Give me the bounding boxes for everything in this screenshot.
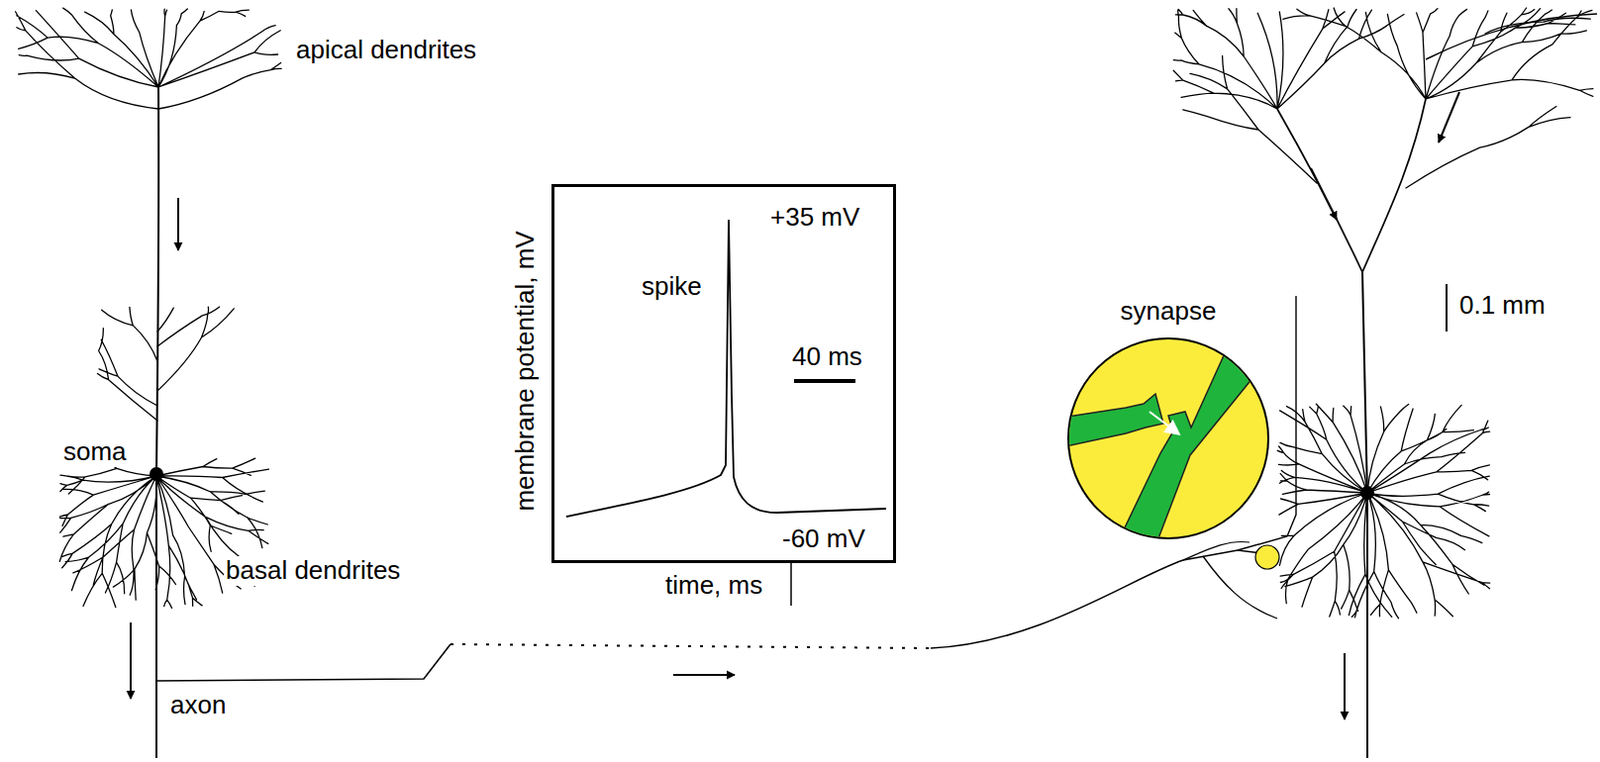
part-label: axon (168, 691, 228, 721)
axon-line (930, 550, 1270, 649)
synapse-heading: synapse (1120, 297, 1217, 327)
spike-trace (566, 219, 887, 517)
synapse-zoom-circle: synapse (1066, 336, 1271, 541)
axon-line (155, 474, 158, 759)
part-label: apical dendrites (294, 35, 479, 66)
apical-branch (1277, 108, 1363, 273)
flow-arrow (1343, 653, 1346, 720)
flow-arrow (1438, 92, 1460, 143)
membrane-potential-plot: membrane potential, mVspike+35 mV40 ms-6… (551, 184, 897, 564)
time-scale-label: 40 ms (792, 342, 863, 373)
axis-tick (790, 563, 793, 606)
trace-label: spike (641, 272, 702, 302)
axis-label: membrane potential, mV (510, 230, 541, 511)
axon-dotted (450, 644, 931, 649)
dendrite-group (15, 7, 1594, 619)
flow-arrow (673, 674, 735, 677)
apical-trunk (1362, 272, 1368, 494)
soma (1360, 486, 1375, 500)
apical-trunk (156, 84, 159, 475)
time-scale-bar (794, 379, 856, 384)
scale-label: 0.1 mm (1457, 291, 1548, 321)
part-label: soma (61, 437, 129, 468)
apical-branch (1425, 13, 1598, 60)
flow-arrow (1310, 168, 1337, 220)
synapse-marker (1255, 545, 1280, 570)
soma (149, 467, 164, 482)
synapse-drawing (1066, 336, 1271, 541)
part-label: basal dendrites (223, 556, 402, 587)
voltage-value: +35 mV (770, 202, 860, 233)
apical-branch (1362, 99, 1426, 273)
flow-arrow (177, 198, 180, 251)
axon-branch (1183, 541, 1250, 561)
scale-bar (1445, 284, 1448, 332)
axon-line (156, 644, 451, 682)
axon-line (1366, 493, 1369, 759)
axis-label: time, ms (665, 571, 763, 601)
voltage-value: -60 mV (782, 524, 866, 555)
dendrite-branches (15, 7, 1594, 619)
flow-arrow (129, 622, 132, 700)
